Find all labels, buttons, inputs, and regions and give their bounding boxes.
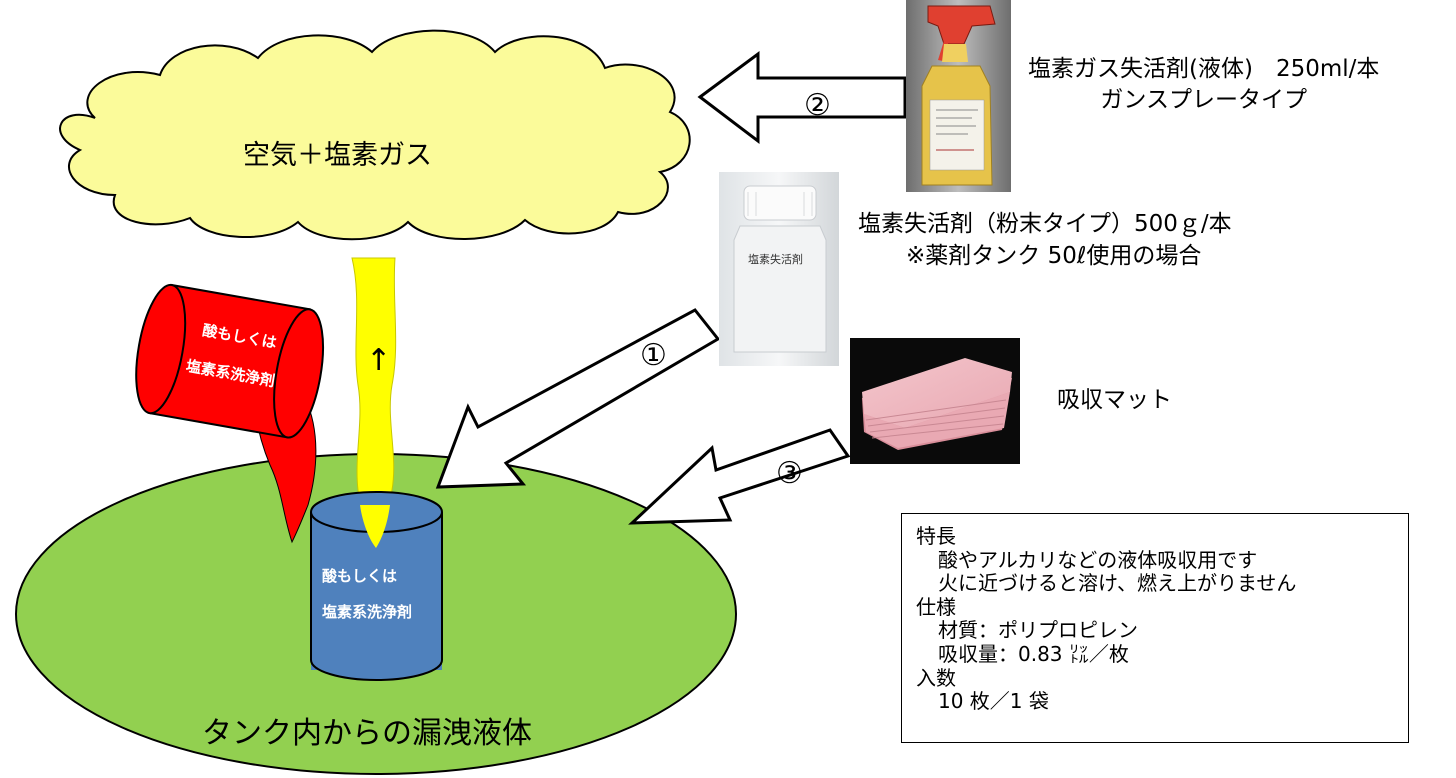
spec-count: 10 枚／1 袋: [938, 689, 1049, 714]
absorbent-mat-photo: [850, 338, 1020, 464]
spray-bottle-photo: [906, 0, 1011, 192]
red-container: 酸もしくは 塩素系洗浄剤: [135, 283, 324, 439]
spray-line2: ガンスプレータイプ: [1100, 87, 1307, 114]
spec-box: 特長 酸やアルカリなどの液体吸収用です 火に近づけると溶け、燃え上がりません 仕…: [901, 513, 1409, 743]
blue-container-line2: 塩素系洗浄剤: [322, 603, 412, 621]
spec-feature-2: 火に近づけると溶け、燃え上がりません: [938, 571, 1297, 596]
arrow-step-1: [435, 308, 721, 489]
gas-arrow: ↑: [366, 343, 391, 378]
spec-absorption: 吸収量：0.83 ㍑／枚: [938, 641, 1129, 666]
step-2-number: ②: [804, 88, 831, 123]
spec-feature-1: 酸やアルカリなどの液体吸収用です: [938, 547, 1258, 572]
powder-product-label: 塩素失活剤（粉末タイプ）500ｇ/本 ※薬剤タンク 50ℓ使用の場合: [858, 208, 1232, 272]
spill-label: タンク内からの漏洩液体: [202, 716, 532, 751]
spec-material: 材質：ポリプロピレン: [938, 618, 1138, 643]
spray-product-label: 塩素ガス失活剤(液体) 250ml/本 ガンスプレータイプ: [1028, 54, 1379, 116]
blue-container-line1: 酸もしくは: [322, 567, 397, 585]
spec-heading-features: 特長: [916, 524, 956, 548]
gas-plume-tip: [360, 505, 390, 548]
step-3-number: ③: [776, 456, 803, 491]
arrow-step-3: [628, 428, 851, 525]
powder-line2: ※薬剤タンク 50ℓ使用の場合: [906, 243, 1202, 270]
powder-bottle-label: 塩素失活剤: [748, 252, 803, 266]
cloud-label: 空気＋塩素ガス: [243, 140, 432, 171]
spec-heading-spec: 仕様: [916, 594, 956, 619]
step-1-number: ①: [640, 338, 667, 373]
powder-bottle-photo: 塩素失活剤: [719, 172, 839, 366]
spray-line1: 塩素ガス失活剤(液体) 250ml/本: [1028, 56, 1380, 82]
mat-product-label: 吸収マット: [1057, 387, 1172, 413]
powder-line1: 塩素失活剤（粉末タイプ）500ｇ/本: [858, 211, 1232, 237]
gas-cloud: [59, 29, 691, 241]
spec-heading-count: 入数: [916, 665, 956, 690]
arrow-step-2: [697, 51, 907, 145]
